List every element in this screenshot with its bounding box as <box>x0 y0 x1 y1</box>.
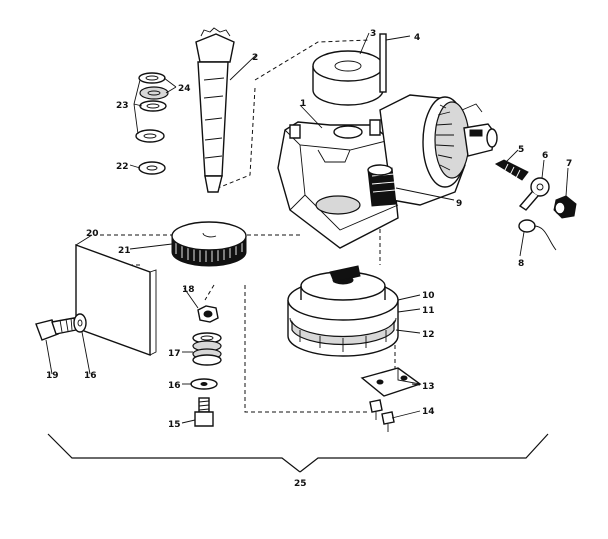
callout-9: 9 <box>456 199 462 209</box>
callout-13: 13 <box>422 382 435 392</box>
callout-10: 10 <box>422 291 435 301</box>
washer-16-center <box>190 378 218 390</box>
gear-21 <box>171 221 247 267</box>
callout-4: 4 <box>414 33 420 43</box>
callout-19: 19 <box>46 371 59 381</box>
assembly-bracket-25 <box>47 433 549 473</box>
bolt-19 <box>35 317 77 341</box>
callout-8: 8 <box>518 259 524 269</box>
callout-labels: 1 2 3 4 5 6 7 8 9 10 11 12 13 14 15 16 1… <box>46 29 572 489</box>
callout-18: 18 <box>182 285 195 295</box>
callout-15-bottom: 15 <box>168 420 181 430</box>
callout-20: 20 <box>86 229 99 239</box>
housing-1 <box>277 119 399 249</box>
callout-21: 21 <box>118 246 131 256</box>
washer-16-left <box>73 313 87 333</box>
screw-15-center <box>194 397 214 427</box>
screws-14 <box>369 399 395 432</box>
terminal-6 <box>518 177 550 211</box>
callout-23: 23 <box>116 101 129 111</box>
retaining-rings <box>135 72 169 143</box>
callout-16-center: 16 <box>168 381 181 391</box>
worm-gear-9 <box>367 164 397 207</box>
callout-16-left: 16 <box>84 371 97 381</box>
leader-lines <box>45 32 569 424</box>
washer-22 <box>138 161 166 175</box>
callout-7: 7 <box>566 159 572 169</box>
callout-14: 14 <box>422 407 435 417</box>
callout-1: 1 <box>300 99 306 109</box>
callout-25: 25 <box>294 479 307 489</box>
bracket-13 <box>360 367 422 397</box>
callout-3: 3 <box>370 29 376 39</box>
callout-12: 12 <box>422 330 435 340</box>
callout-2: 2 <box>252 53 258 63</box>
plate-20 <box>75 243 157 357</box>
pin-4 <box>379 33 387 93</box>
callout-11: 11 <box>422 306 435 316</box>
callout-22: 22 <box>116 162 129 172</box>
motor <box>379 94 498 206</box>
callout-24: 24 <box>178 84 191 94</box>
assembly-guide-lines <box>95 39 396 413</box>
screw-5 <box>494 159 529 181</box>
bushing-3 <box>312 50 384 106</box>
callout-6: 6 <box>542 151 548 161</box>
pulley-10-11-12 <box>287 265 399 357</box>
callout-5: 5 <box>518 145 524 155</box>
cap-7 <box>553 195 577 219</box>
spring-17 <box>192 332 222 366</box>
wire-8 <box>518 219 557 251</box>
drive-shaft <box>195 27 235 193</box>
nut-18 <box>197 305 219 323</box>
callout-17: 17 <box>168 349 181 359</box>
